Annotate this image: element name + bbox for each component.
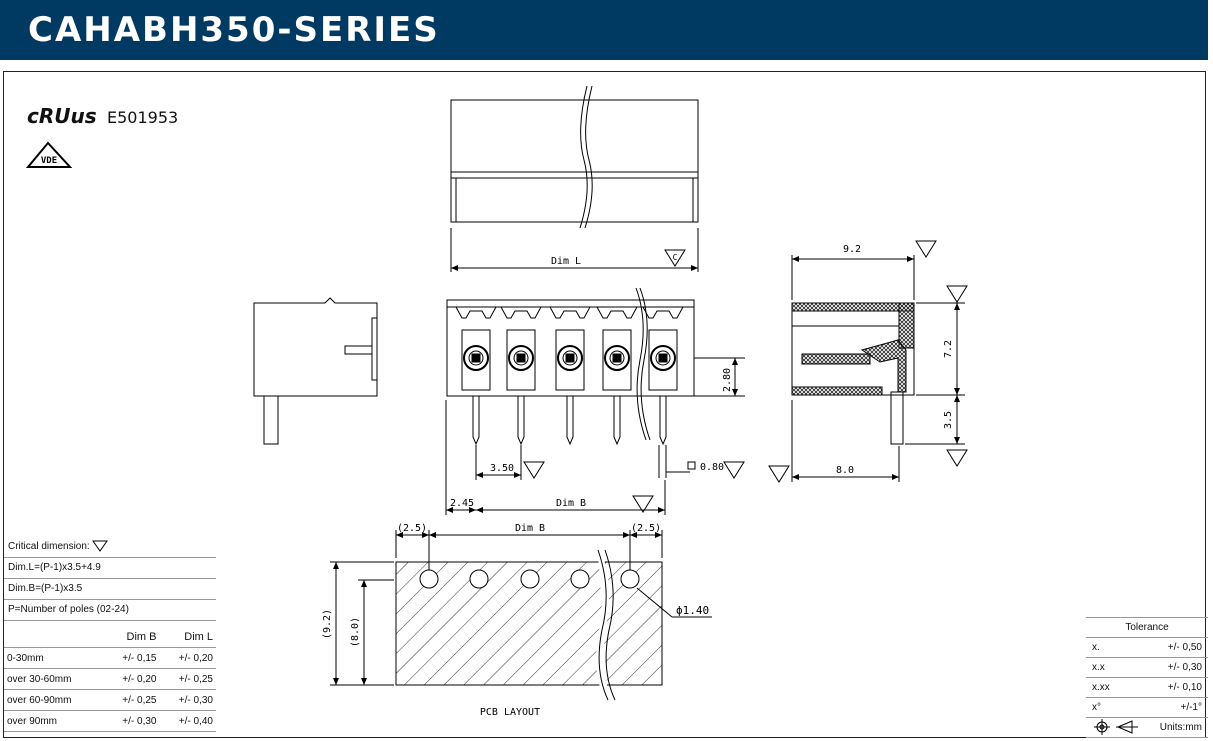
page-title: CAHABH350-SERIES — [28, 10, 440, 50]
critical-symbol — [915, 240, 937, 258]
pcb-dim-8-0: (8.0) — [350, 617, 361, 647]
header-dim-l: Dim L — [159, 627, 216, 648]
pcb-hole — [570, 569, 590, 589]
critical-symbol — [946, 449, 968, 467]
dim-2-80: 2.80 — [722, 368, 733, 392]
vde-mark: VDE — [25, 141, 73, 168]
pcb-hole — [419, 569, 439, 589]
critical-dimension-note: Critical dimension: — [4, 537, 216, 558]
pcb-dim-2-5-left: (2.5) — [397, 523, 427, 534]
table-row: 0-30mm+/- 0,15+/- 0,20 — [4, 647, 216, 669]
table-row: x°+/-1° — [1086, 697, 1208, 718]
table-row: over 30-60mm+/- 0,20+/- 0,25 — [4, 668, 216, 690]
table-row: Units:mm — [1086, 717, 1208, 738]
dim-0-80: 0.80 — [700, 462, 724, 473]
dim-2-45: 2.45 — [450, 498, 474, 509]
pcb-hole — [520, 569, 540, 589]
units-label: Units:mm — [1129, 717, 1208, 738]
critical-symbol — [523, 461, 545, 479]
table-row: x.+/- 0,50 — [1086, 637, 1208, 658]
critical-symbol — [632, 495, 654, 513]
tolerance-panel: Tolerance x.+/- 0,50 x.x+/- 0,30 x.xx+/-… — [1086, 617, 1208, 738]
pcb-hole — [620, 569, 640, 589]
dim-9-2: 9.2 — [843, 244, 861, 255]
pcb-layout — [330, 530, 712, 702]
dim-3-5: 3.5 — [943, 411, 954, 429]
dim-3-50: 3.50 — [490, 463, 514, 474]
ul-mark: cRUus — [27, 104, 97, 128]
side-view-right — [791, 255, 965, 482]
pcb-dim-9-2: (9.2) — [322, 609, 333, 639]
dim-8-0: 8.0 — [836, 465, 854, 476]
table-row: x.x+/- 0,30 — [1086, 657, 1208, 678]
table-row: x.xx+/- 0,10 — [1086, 677, 1208, 698]
top-view — [450, 85, 699, 272]
critical-symbol-icon — [92, 540, 109, 553]
front-view — [445, 287, 745, 515]
pcb-dim-b: Dim B — [515, 523, 545, 534]
vde-label: VDE — [41, 156, 57, 166]
critical-symbol — [768, 465, 790, 483]
tolerance-title: Tolerance — [1086, 617, 1208, 638]
square-icon — [687, 461, 696, 470]
certification-block: cRUus E501953 — [27, 104, 178, 128]
critical-symbol: C — [664, 249, 686, 267]
terminal-pole — [455, 306, 497, 446]
table-row: over 60-90mm+/- 0,25+/- 0,30 — [4, 689, 216, 711]
terminal-pole — [500, 306, 542, 446]
terminal-pole — [549, 306, 591, 446]
ul-number: E501953 — [107, 108, 179, 127]
tolerance-table: Tolerance x.+/- 0,50 x.x+/- 0,30 x.xx+/-… — [1086, 617, 1208, 738]
pcb-hole — [469, 569, 489, 589]
table-header-row: Dim B Dim L — [4, 627, 216, 648]
critical-symbol — [946, 285, 968, 303]
drawing-frame — [3, 71, 1206, 738]
side-view-left — [253, 297, 378, 445]
dim-l-label: Dim L — [551, 256, 581, 267]
header-dim-b: Dim B — [103, 627, 160, 648]
dim-7-2: 7.2 — [943, 340, 954, 358]
poles-note: P=Number of poles (02-24) — [4, 600, 216, 621]
dimension-tolerance-table: Dim B Dim L 0-30mm+/- 0,15+/- 0,20 over … — [4, 627, 216, 732]
table-row: over 90mm+/- 0,30+/- 0,40 — [4, 710, 216, 732]
terminal-pole — [596, 306, 638, 446]
hole-diameter: ϕ1.40 — [676, 604, 709, 617]
notes-panel: Critical dimension: Dim.L=(P-1)x3.5+4.9 … — [4, 537, 216, 732]
formula-dim-b: Dim.B=(P-1)x3.5 — [4, 579, 216, 600]
pcb-dim-2-5-right: (2.5) — [631, 523, 661, 534]
terminal-pole — [642, 306, 684, 446]
pcb-layout-label: PCB LAYOUT — [480, 707, 540, 718]
page-header: CAHABH350-SERIES — [0, 0, 1208, 60]
formula-dim-l: Dim.L=(P-1)x3.5+4.9 — [4, 558, 216, 579]
svg-text:C: C — [673, 253, 678, 262]
dim-b-label: Dim B — [556, 498, 586, 509]
critical-symbol — [723, 461, 745, 479]
